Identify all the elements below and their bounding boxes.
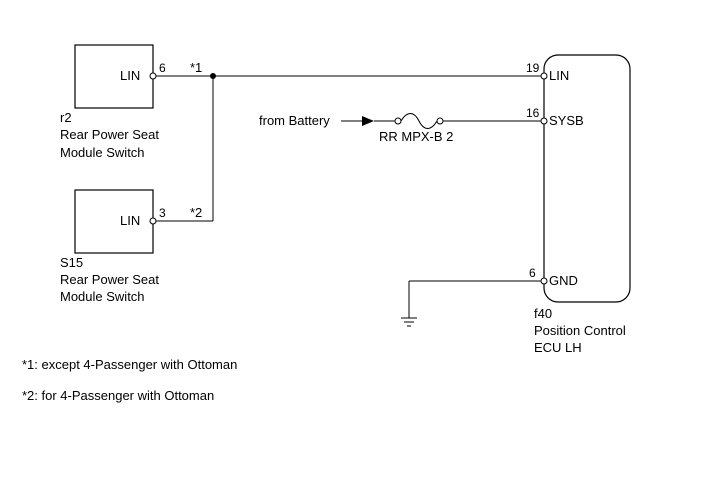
- ecu-box: [543, 54, 631, 303]
- s15-code: S15: [60, 255, 83, 270]
- s15-name-line2: Module Switch: [60, 289, 145, 304]
- r2-switch-box: [74, 44, 154, 109]
- ecu-lin-pin-number: 19: [526, 61, 540, 75]
- wire-mark-2: *2: [190, 205, 202, 220]
- fuse-terminal-right: [436, 117, 444, 125]
- ecu-lin-terminal: [540, 72, 548, 80]
- fuse-icon: [400, 113, 438, 129]
- s15-pin-number: 3: [159, 206, 166, 220]
- s15-terminal: [149, 217, 157, 225]
- power-circuit: from Battery RR MPX-B 2: [259, 113, 541, 144]
- ecu-name-line2: ECU LH: [534, 340, 582, 355]
- ecu-code: f40: [534, 306, 552, 321]
- battery-source-label: from Battery: [259, 113, 330, 128]
- ecu-sysb-pin-number: 16: [526, 106, 540, 120]
- ecu-gnd-label: GND: [549, 273, 578, 288]
- fuse-label: RR MPX-B 2: [379, 129, 453, 144]
- fuse-terminal-left: [394, 117, 402, 125]
- r2-code: r2: [60, 110, 72, 125]
- r2-pin-number: 6: [159, 61, 166, 75]
- r2-switch: LIN 6 r2 Rear Power Seat Module Switch: [60, 44, 166, 160]
- s15-switch-box: [74, 189, 154, 254]
- battery-arrow-icon: [362, 116, 374, 126]
- s15-name-line1: Rear Power Seat: [60, 272, 159, 287]
- ground-icon: [401, 317, 417, 327]
- ecu-f40: LIN 19 SYSB 16 GND 6 f40 Position Contro…: [526, 54, 631, 355]
- footnote-2: *2: for 4-Passenger with Ottoman: [22, 388, 214, 403]
- r2-terminal: [149, 72, 157, 80]
- ecu-gnd-terminal: [540, 277, 548, 285]
- ground-circuit: [401, 280, 541, 327]
- ecu-name-line1: Position Control: [534, 323, 626, 338]
- ecu-sysb-label: SYSB: [549, 113, 584, 128]
- r2-pin-label: LIN: [120, 68, 140, 83]
- lin-wiring: *1 *2: [156, 60, 541, 222]
- lin-splice-dot: [210, 73, 216, 79]
- ecu-sysb-terminal: [540, 117, 548, 125]
- s15-pin-label: LIN: [120, 213, 140, 228]
- r2-name-line1: Rear Power Seat: [60, 127, 159, 142]
- r2-name-line2: Module Switch: [60, 145, 145, 160]
- ecu-gnd-pin-number: 6: [529, 266, 536, 280]
- wire-mark-1: *1: [190, 60, 202, 75]
- footnote-1: *1: except 4-Passenger with Ottoman: [22, 357, 237, 372]
- ecu-lin-label: LIN: [549, 68, 569, 83]
- s15-switch: LIN 3 S15 Rear Power Seat Module Switch: [60, 189, 166, 304]
